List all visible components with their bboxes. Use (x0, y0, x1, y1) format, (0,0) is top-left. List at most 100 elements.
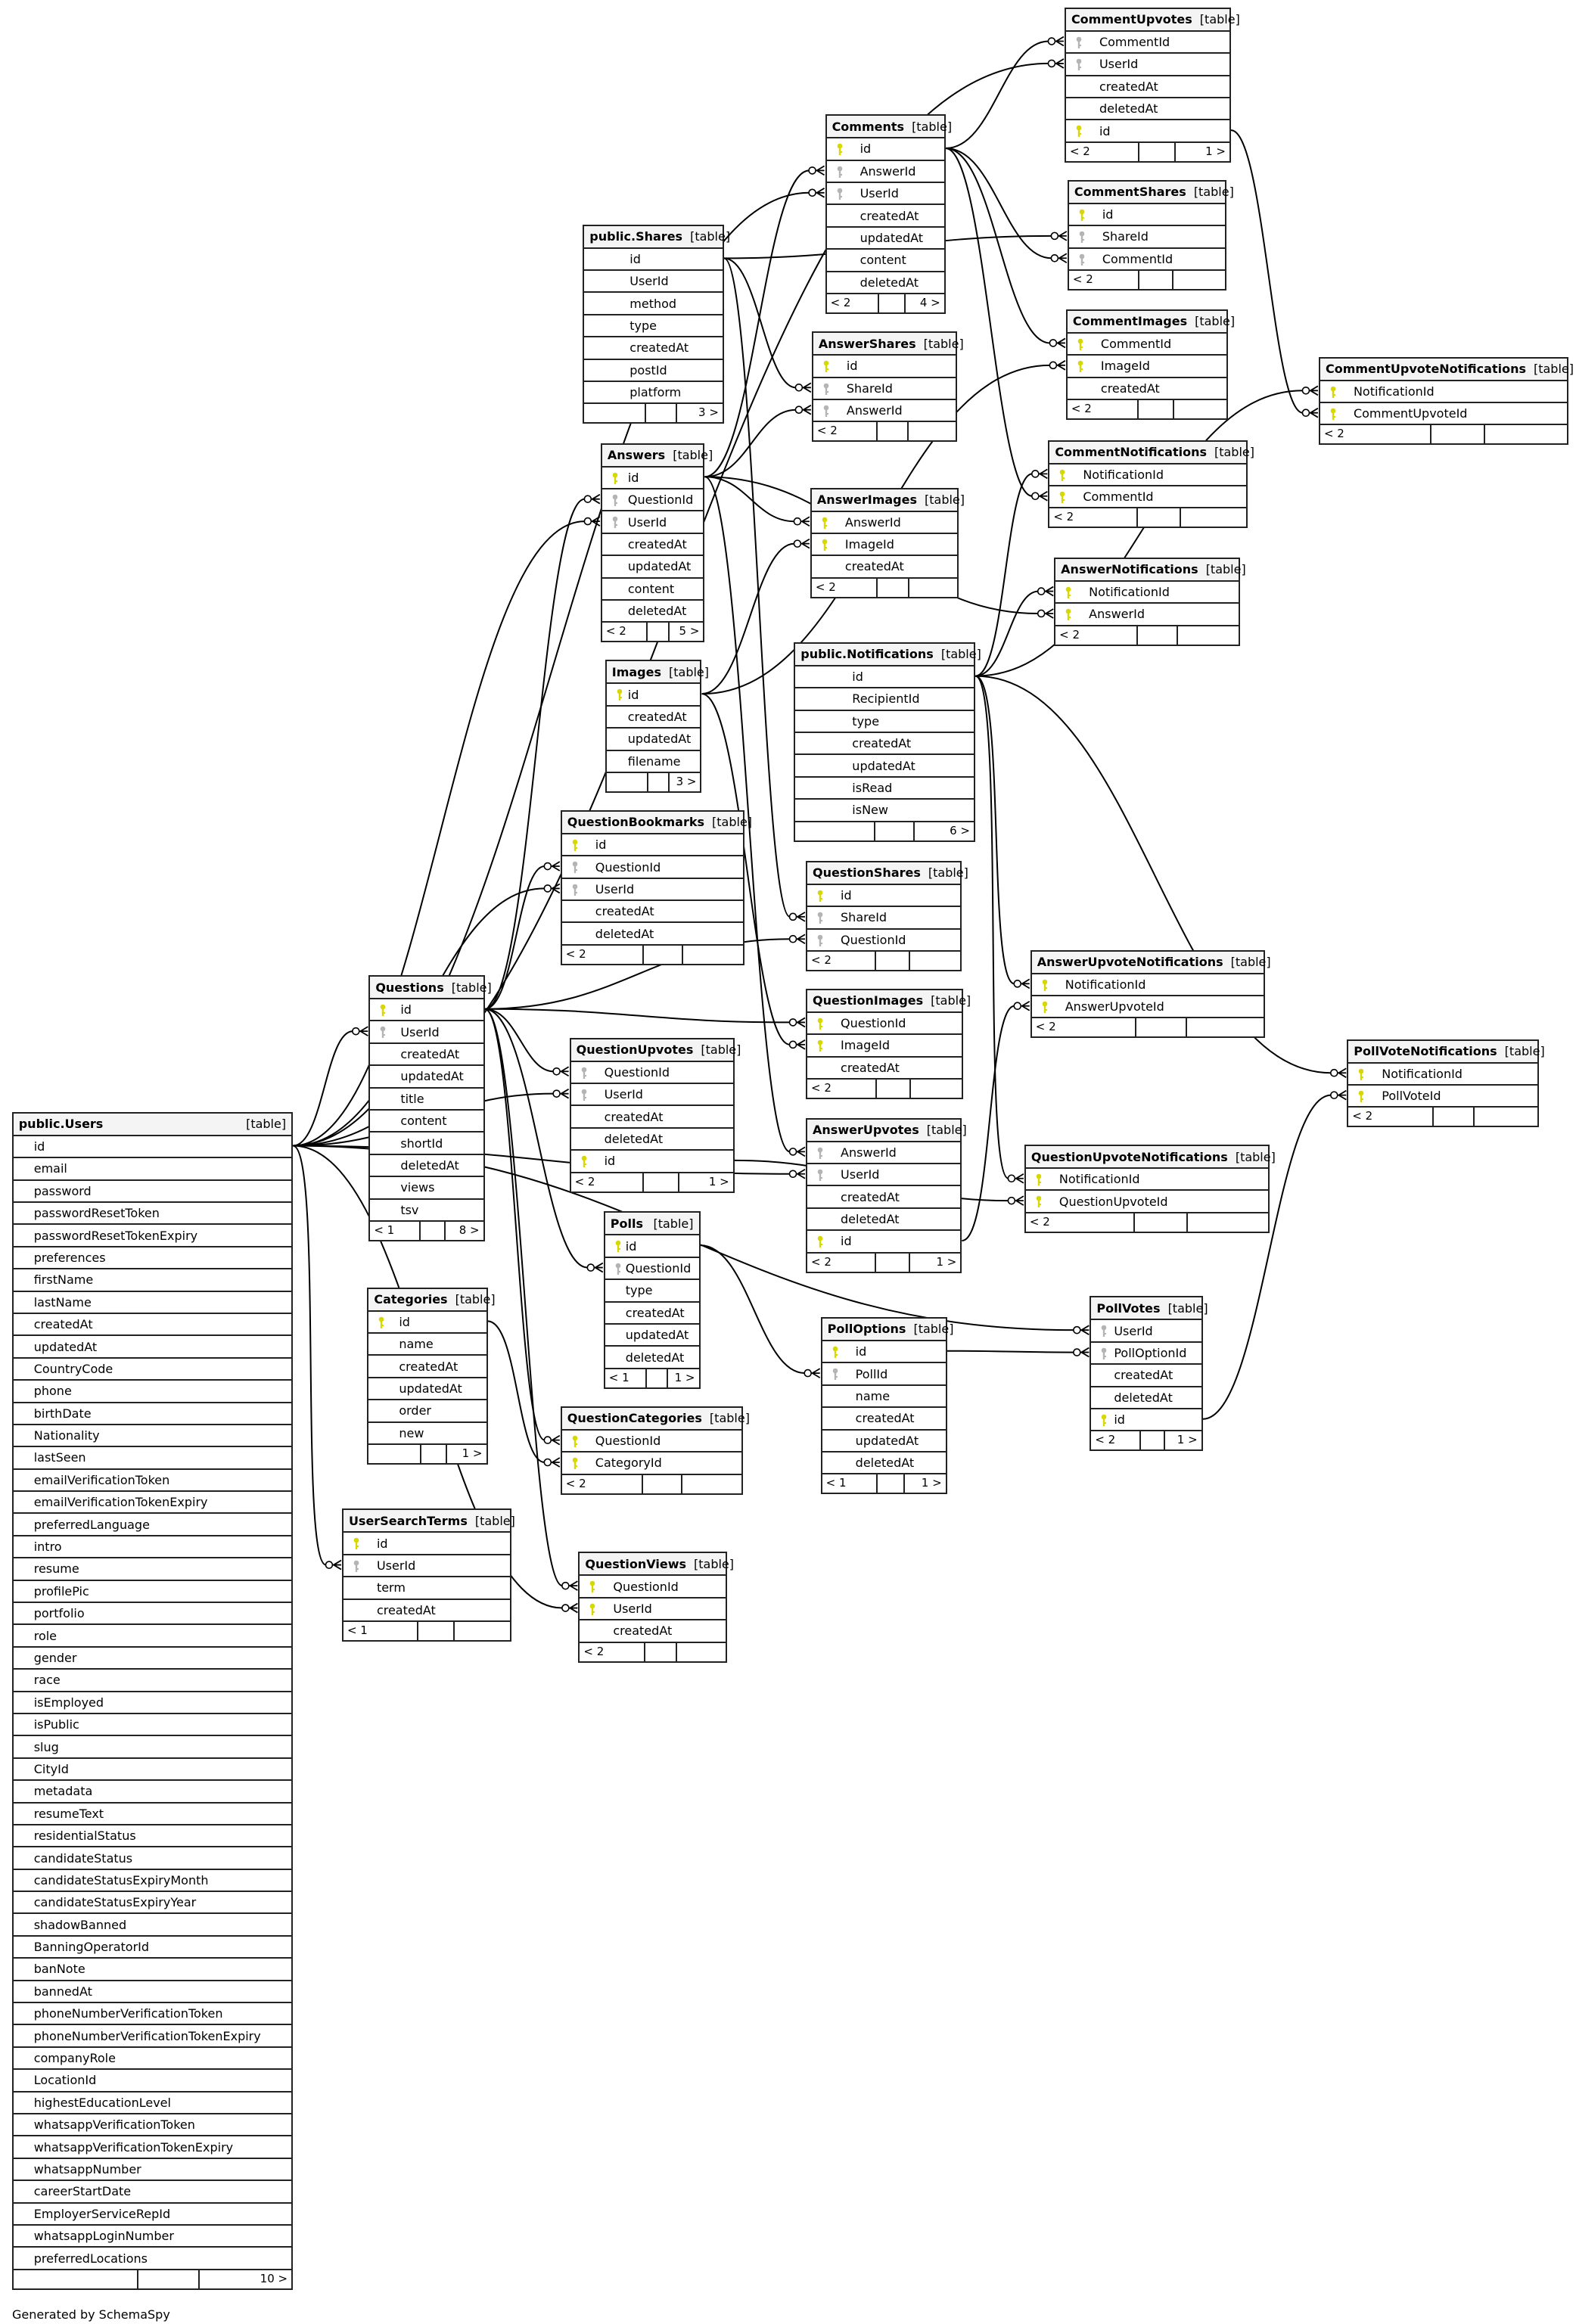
table-comment-notifications[interactable]: CommentNotifications [table] Notificatio… (1048, 440, 1254, 529)
table-column[interactable]: intro (13, 1536, 292, 1559)
parents-count[interactable]: < 2 (1091, 1431, 1141, 1450)
table-column[interactable]: id (601, 468, 704, 489)
table-column[interactable]: passwordResetToken (13, 1203, 292, 1226)
table-column[interactable]: ShareId (813, 378, 956, 400)
parents-count[interactable]: < 2 (1069, 270, 1139, 289)
table-column[interactable]: updatedAt (368, 1378, 486, 1401)
table-column[interactable]: deletedAt (570, 1129, 733, 1151)
children-count[interactable] (1485, 425, 1567, 443)
table-categories[interactable]: Categories [table] id name createdAt upd… (367, 1287, 496, 1465)
table-column[interactable]: LocationId (13, 2070, 292, 2093)
table-column[interactable]: createdAt (343, 1600, 510, 1623)
table-column[interactable]: updatedAt (13, 1336, 292, 1359)
table-column[interactable]: createdAt (370, 1044, 483, 1067)
table-column[interactable]: createdAt (584, 337, 723, 360)
table-column[interactable]: profilePic (13, 1581, 292, 1604)
table-answer-notifications[interactable]: AnswerNotifications [table] Notification… (1054, 557, 1246, 646)
table-column[interactable]: id (813, 356, 956, 378)
table-question-categories[interactable]: QuestionCategories [table] QuestionId Ca… (560, 1406, 750, 1495)
table-column[interactable]: preferences (13, 1247, 292, 1270)
table-column[interactable]: metadata (13, 1781, 292, 1804)
table-column[interactable]: preferredLocations (13, 2248, 292, 2270)
table-column[interactable]: UserId (601, 511, 704, 534)
table-column[interactable]: ImageId (807, 1035, 962, 1058)
table-column[interactable]: AnswerId (807, 1142, 961, 1165)
children-count[interactable] (909, 422, 956, 440)
table-column[interactable]: UserId (1065, 54, 1230, 76)
children-count[interactable]: 1 > (462, 1446, 483, 1461)
table-column[interactable]: Nationality (13, 1425, 292, 1448)
table-notifications[interactable]: public.Notifications [table] id Recipien… (794, 642, 981, 842)
table-column[interactable]: CommentUpvoteId (1320, 403, 1568, 426)
table-column[interactable]: CountryCode (13, 1359, 292, 1381)
table-column[interactable]: deletedAt (1091, 1387, 1201, 1410)
table-column[interactable]: id (561, 834, 744, 857)
parents-count[interactable]: < 2 (571, 1173, 644, 1192)
table-column[interactable]: createdAt (1067, 378, 1227, 400)
table-column[interactable]: NotificationId (1348, 1064, 1537, 1086)
parents-count[interactable]: < 2 (807, 951, 877, 970)
parents-count[interactable]: < 2 (813, 422, 878, 441)
table-column[interactable]: deletedAt (601, 601, 704, 623)
table-shares[interactable]: public.Shares [table] id UserId method t… (583, 224, 730, 424)
table-column[interactable]: createdAt (1091, 1365, 1201, 1387)
table-column[interactable]: content (826, 250, 944, 272)
table-column[interactable]: platform (584, 382, 723, 405)
table-column[interactable]: email (13, 1158, 292, 1181)
parents-count[interactable]: < 2 (1049, 508, 1138, 527)
table-column[interactable]: tsv (370, 1200, 483, 1222)
table-column[interactable]: bannedAt (13, 1981, 292, 2004)
table-column[interactable]: name (368, 1334, 486, 1356)
parents-count[interactable]: < 2 (1055, 626, 1138, 645)
table-column[interactable]: portfolio (13, 1603, 292, 1626)
table-column[interactable]: whatsappVerificationTokenExpiry (13, 2136, 292, 2159)
children-count[interactable]: 3 > (676, 775, 697, 789)
table-column[interactable]: QuestionId (605, 1258, 699, 1281)
parents-count[interactable]: < 2 (1068, 399, 1139, 418)
table-comment-shares[interactable]: CommentShares [table] id ShareId Comment… (1067, 179, 1234, 290)
table-column[interactable]: AnswerId (826, 161, 944, 184)
table-column[interactable]: UserId (826, 183, 944, 206)
children-count[interactable]: 1 > (1205, 144, 1226, 158)
table-column[interactable]: resume (13, 1558, 292, 1581)
table-column[interactable]: residentialStatus (13, 1825, 292, 1848)
table-column[interactable]: CommentId (1068, 249, 1226, 271)
table-column[interactable]: phoneNumberVerificationToken (13, 2003, 292, 2026)
table-column[interactable]: method (584, 293, 723, 315)
table-images[interactable]: Images [table] id createdAt updatedAt fi… (605, 660, 709, 794)
table-column[interactable]: deletedAt (807, 1209, 961, 1232)
table-column[interactable]: postId (584, 360, 723, 383)
table-question-upvote-notifications[interactable]: QuestionUpvoteNotifications [table] Noti… (1024, 1145, 1276, 1233)
parents-count[interactable]: < 2 (1320, 425, 1431, 444)
table-column[interactable]: id (368, 1312, 486, 1334)
table-column[interactable]: createdAt (807, 1186, 961, 1209)
parents-count[interactable]: < 1 (343, 1622, 418, 1641)
parents-count[interactable] (584, 404, 647, 423)
table-poll-votes[interactable]: PollVotes [table] UserId PollOptionId cr… (1090, 1296, 1208, 1452)
parents-count[interactable] (795, 822, 876, 840)
children-count[interactable] (909, 579, 958, 597)
table-column[interactable]: content (601, 579, 704, 601)
table-column[interactable]: passwordResetTokenExpiry (13, 1225, 292, 1247)
table-column[interactable]: isEmployed (13, 1692, 292, 1714)
children-count[interactable]: 1 > (708, 1174, 729, 1188)
table-column[interactable]: QuestionId (561, 1431, 742, 1453)
table-column[interactable]: lastSeen (13, 1447, 292, 1470)
children-count[interactable] (1475, 1108, 1537, 1126)
children-count[interactable] (910, 952, 961, 970)
table-column[interactable]: race (13, 1670, 292, 1692)
table-column[interactable]: PollOptionId (1091, 1343, 1201, 1366)
table-column[interactable]: order (368, 1400, 486, 1423)
children-count[interactable] (683, 946, 743, 964)
children-count[interactable] (1178, 626, 1239, 645)
table-column[interactable]: role (13, 1625, 292, 1648)
table-column[interactable]: CommentId (1049, 486, 1246, 509)
table-column[interactable]: slug (13, 1736, 292, 1759)
parents-count[interactable]: < 1 (822, 1474, 878, 1493)
table-poll-vote-notifications[interactable]: PollVoteNotifications [table] Notificati… (1347, 1039, 1545, 1128)
table-comment-upvote-notifications[interactable]: CommentUpvoteNotifications [table] Notif… (1318, 356, 1574, 446)
table-column[interactable]: createdAt (605, 1303, 699, 1325)
table-column[interactable]: createdAt (807, 1058, 962, 1080)
table-users[interactable]: public.Users [table] id email password p… (11, 1111, 294, 2290)
table-column[interactable]: gender (13, 1648, 292, 1670)
